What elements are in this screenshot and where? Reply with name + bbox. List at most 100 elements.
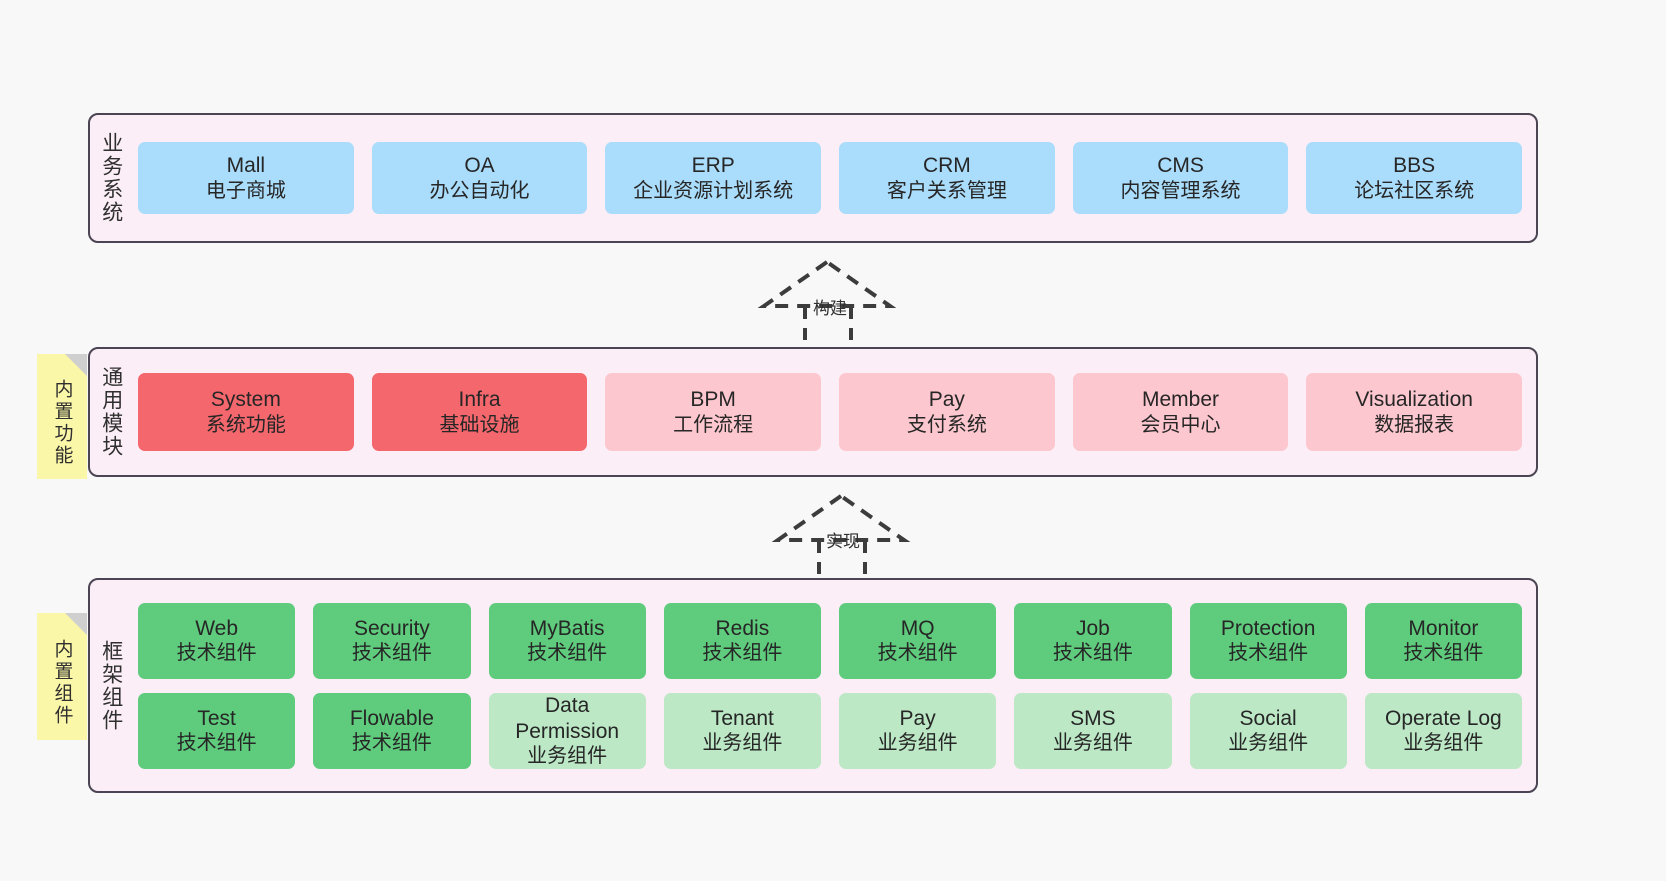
node-title: Infra	[458, 388, 501, 412]
node-test[interactable]: Test 技术组件	[138, 692, 296, 769]
node-title: BBS	[1393, 154, 1436, 178]
connector-realize-label: 实现	[826, 532, 860, 551]
node-subtitle: 技术组件	[351, 642, 432, 665]
node-mall[interactable]: Mall 电子商城	[138, 142, 354, 214]
node-tenant[interactable]: Tenant 业务组件	[663, 692, 821, 769]
node-title: SMS	[1070, 706, 1116, 730]
node-subtitle: 办公自动化	[429, 179, 530, 202]
node-system[interactable]: System 系统功能	[138, 373, 354, 451]
node-crm[interactable]: CRM 客户关系管理	[839, 142, 1055, 214]
note-label: 内置组件	[51, 638, 73, 727]
node-subtitle: 系统功能	[205, 413, 286, 436]
node-bbs[interactable]: BBS 论坛社区系统	[1306, 142, 1523, 214]
node-social[interactable]: Social 业务组件	[1189, 692, 1347, 769]
node-title: Flowable	[349, 706, 434, 730]
node-subtitle: 业务组件	[527, 744, 608, 767]
note-label: 内置功能	[51, 378, 73, 467]
node-title: Monitor	[1408, 616, 1479, 640]
node-title: Social	[1239, 706, 1297, 730]
layer-label-common-module: 通用模块	[99, 366, 123, 458]
node-oa[interactable]: OA 办公自动化	[371, 142, 588, 214]
node-subtitle: 技术组件	[702, 642, 783, 665]
note-builtin-component: 内置组件	[37, 613, 87, 740]
node-title: MQ	[900, 616, 935, 640]
node-pay[interactable]: Pay 支付系统	[839, 373, 1055, 451]
node-title: ERP	[691, 154, 735, 178]
node-sms[interactable]: SMS 业务组件	[1014, 692, 1172, 769]
node-subtitle: 内容管理系统	[1120, 179, 1241, 202]
node-subtitle: 业务组件	[1052, 732, 1133, 755]
node-row: System 系统功能 Infra 基础设施 BPM 工作流程 Pay 支付系统…	[138, 373, 1523, 451]
node-title: Web	[195, 616, 239, 640]
note-builtin-feature: 内置功能	[37, 354, 87, 479]
node-subtitle: 论坛社区系统	[1354, 179, 1475, 202]
node-subtitle: 基础设施	[439, 413, 520, 436]
connector-realize-shape	[771, 493, 911, 574]
node-row: Test 技术组件 Flowable 技术组件 Data Permission …	[138, 692, 1522, 769]
node-member[interactable]: Member 会员中心	[1072, 373, 1289, 451]
node-title: Operate Log	[1384, 706, 1502, 730]
node-title: Security	[353, 616, 430, 640]
node-title: Test	[197, 706, 236, 730]
layer-body-framework-component: Web 技术组件 Security 技术组件 MyBatis 技术组件 Redi…	[132, 580, 1536, 791]
node-row: Web 技术组件 Security 技术组件 MyBatis 技术组件 Redi…	[138, 602, 1522, 679]
node-subtitle: 业务组件	[1228, 732, 1309, 755]
note-fold-icon	[65, 354, 87, 376]
node-subtitle: 技术组件	[351, 732, 432, 755]
node-mybatis[interactable]: MyBatis 技术组件	[488, 602, 646, 679]
node-mq[interactable]: MQ 技术组件	[839, 602, 997, 679]
layer-framework-component: 框架组件 Web 技术组件 Security 技术组件 MyBatis 技术组件…	[88, 578, 1538, 793]
node-subtitle: 数据报表	[1374, 413, 1455, 436]
layer-common-module: 通用模块 System 系统功能 Infra 基础设施 BPM 工作流程 Pay…	[88, 347, 1538, 477]
node-title: OA	[464, 154, 495, 178]
node-flowable[interactable]: Flowable 技术组件	[313, 692, 471, 769]
node-title: CRM	[922, 154, 971, 178]
node-redis[interactable]: Redis 技术组件	[663, 602, 821, 679]
node-title: Mall	[226, 154, 266, 178]
layer-label-framework-component: 框架组件	[99, 639, 123, 732]
node-title: Pay	[928, 388, 965, 412]
node-title: Protection	[1220, 616, 1316, 640]
node-cms[interactable]: CMS 内容管理系统	[1072, 142, 1289, 214]
node-subtitle: 支付系统	[906, 413, 987, 436]
node-security[interactable]: Security 技术组件	[313, 602, 471, 679]
node-title: Pay	[899, 706, 936, 730]
node-data-permission[interactable]: Data Permission 业务组件	[488, 692, 646, 769]
node-subtitle: 电子商城	[205, 179, 286, 202]
connector-realize	[771, 492, 912, 574]
node-subtitle: 业务组件	[702, 732, 783, 755]
layer-body-business-system: Mall 电子商城 OA 办公自动化 ERP 企业资源计划系统 CRM 客户关系…	[132, 115, 1536, 241]
node-pay-business[interactable]: Pay 业务组件	[839, 692, 997, 769]
node-title: BPM	[690, 388, 736, 412]
layer-business-system: 业务系统 Mall 电子商城 OA 办公自动化 ERP 企业资源计划系统 CRM…	[88, 113, 1538, 243]
node-subtitle: 工作流程	[673, 413, 754, 436]
node-erp[interactable]: ERP 企业资源计划系统	[605, 142, 822, 214]
node-visualization[interactable]: Visualization 数据报表	[1306, 373, 1523, 451]
node-subtitle: 技术组件	[176, 642, 257, 665]
node-web[interactable]: Web 技术组件	[138, 602, 296, 679]
node-title: Tenant	[710, 706, 774, 730]
layer-body-common-module: System 系统功能 Infra 基础设施 BPM 工作流程 Pay 支付系统…	[132, 349, 1536, 475]
node-row: Mall 电子商城 OA 办公自动化 ERP 企业资源计划系统 CRM 客户关系…	[138, 142, 1523, 214]
node-title: Data Permission	[515, 694, 620, 743]
node-subtitle: 技术组件	[877, 642, 958, 665]
node-infra[interactable]: Infra 基础设施	[371, 373, 588, 451]
node-monitor[interactable]: Monitor 技术组件	[1364, 602, 1522, 679]
node-title: Visualization	[1355, 388, 1473, 412]
node-title: Redis	[715, 616, 770, 640]
node-subtitle: 客户关系管理	[886, 179, 1007, 202]
connector-build	[757, 258, 898, 340]
node-protection[interactable]: Protection 技术组件	[1189, 602, 1347, 679]
node-job[interactable]: Job 技术组件	[1014, 602, 1172, 679]
note-fold-icon	[65, 613, 87, 635]
node-subtitle: 会员中心	[1140, 413, 1221, 436]
node-operate-log[interactable]: Operate Log 业务组件	[1364, 692, 1522, 769]
connector-build-shape	[757, 259, 897, 340]
node-bpm[interactable]: BPM 工作流程	[605, 373, 822, 451]
node-subtitle: 企业资源计划系统	[633, 179, 794, 202]
node-subtitle: 技术组件	[1052, 642, 1133, 665]
node-title: CMS	[1157, 154, 1204, 178]
node-subtitle: 技术组件	[1403, 642, 1484, 665]
node-title: Job	[1075, 616, 1110, 640]
